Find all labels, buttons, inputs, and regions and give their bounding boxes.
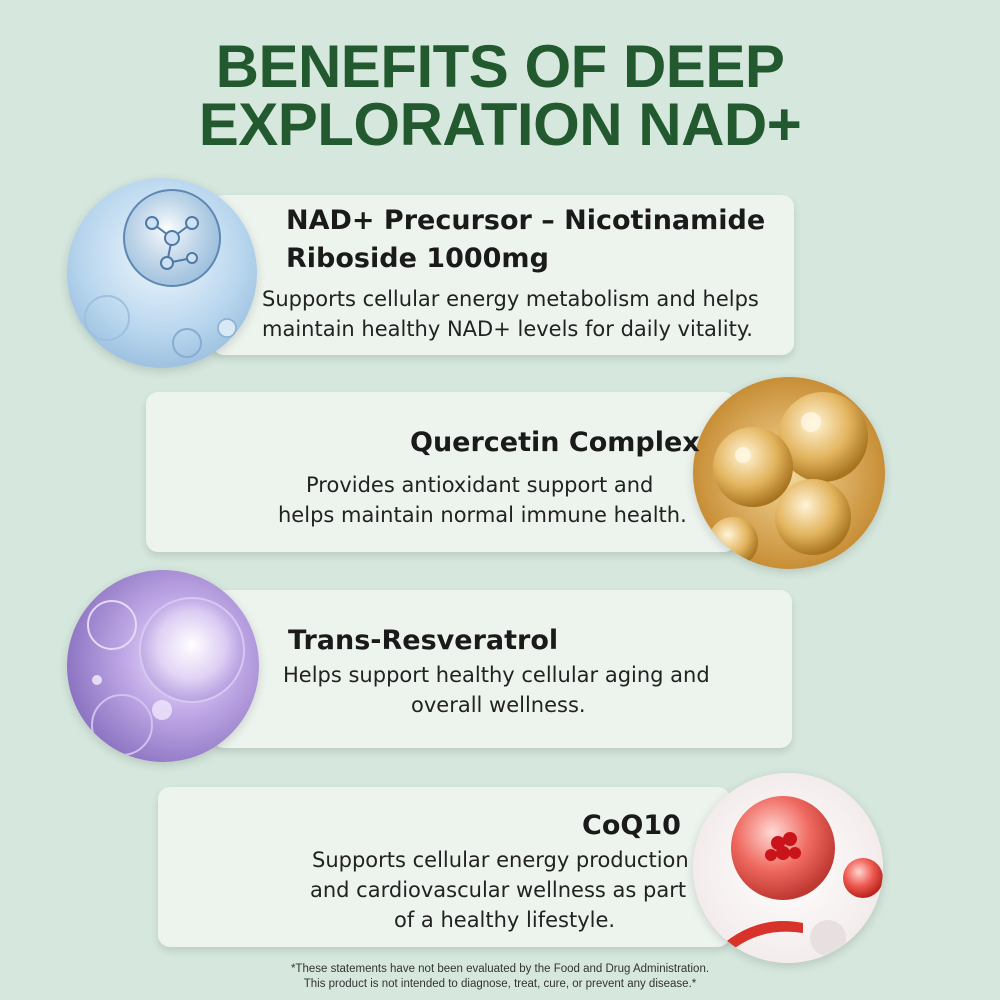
benefit-desc-resveratrol-line-1: Helps support healthy cellular aging and [283, 663, 710, 687]
molecule-bubble-icon [67, 178, 257, 368]
title-line-1: BENEFITS OF DEEP [215, 33, 785, 100]
disclaimer-line-1: *These statements have not been evaluate… [290, 963, 710, 975]
benefit-desc-coq10-line-1: Supports cellular energy production [312, 848, 689, 872]
benefit-heading-quercetin: Quercetin Complex [410, 427, 700, 458]
benefit-desc-nad-line-1: Supports cellular energy metabolism and … [262, 287, 759, 311]
benefit-desc-coq10-line-2: and cardiovascular wellness as part [310, 878, 687, 902]
benefit-card-resveratrol [212, 590, 792, 748]
golden-capsules-icon [693, 377, 885, 569]
disclaimer-line-2: This product is not intended to diagnose… [303, 978, 697, 990]
benefit-heading-coq10: CoQ10 [582, 810, 681, 841]
benefit-desc-quercetin-line-1: Provides antioxidant support and [306, 473, 654, 497]
benefit-card-nad-precursor [212, 195, 794, 355]
benefit-desc-nad-line-2: maintain healthy NAD+ levels for daily v… [262, 317, 753, 341]
benefit-heading-nad-line-2: Riboside 1000mg [286, 243, 549, 274]
page-title: BENEFITS OF DEEP EXPLORATION NAD+ [0, 33, 1000, 158]
benefit-desc-quercetin-line-2: helps maintain normal immune health. [278, 503, 687, 527]
purple-bubbles-icon [67, 570, 259, 762]
benefit-card-coq10 [158, 787, 730, 947]
benefit-card-quercetin [146, 392, 736, 552]
benefit-desc-resveratrol-line-2: overall wellness. [411, 693, 586, 717]
benefit-heading-nad-line-1: NAD+ Precursor – Nicotinamide [286, 205, 766, 236]
red-spheres-icon [693, 773, 883, 963]
benefit-heading-resveratrol: Trans-Resveratrol [288, 625, 559, 656]
title-line-2: EXPLORATION NAD+ [198, 91, 802, 158]
benefit-desc-coq10-line-3: of a healthy lifestyle. [394, 908, 616, 932]
fda-disclaimer: *These statements have not been evaluate… [0, 962, 1000, 992]
